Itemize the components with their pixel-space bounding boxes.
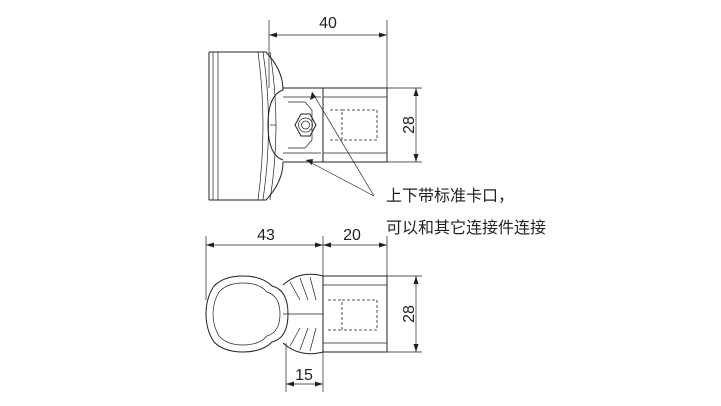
bottom-view: 43 20 28 15 <box>205 227 422 392</box>
top-branch-tube <box>323 87 388 163</box>
top-view: 40 28 <box>208 15 422 201</box>
dimension-15: 15 <box>285 343 324 392</box>
dim-label-top-width: 40 <box>319 15 337 32</box>
bottom-clamp <box>282 273 324 355</box>
dimension-28-top: 28 <box>387 87 422 163</box>
dim-label-bottom-left-width: 43 <box>257 227 275 244</box>
dimension-28-bottom: 28 <box>387 275 422 353</box>
dimension-43-20: 43 20 <box>205 227 388 300</box>
hex-bolt <box>294 113 317 137</box>
note-line-1: 上下带标准卡口， <box>386 186 514 205</box>
dimension-40: 40 <box>268 15 388 88</box>
top-tube <box>208 51 284 201</box>
top-clamp <box>267 87 324 163</box>
dim-label-bottom-height: 28 <box>401 305 418 323</box>
dim-label-bottom-slot-width: 15 <box>295 367 313 384</box>
bottom-branch-tube <box>323 275 388 353</box>
note-leaders <box>305 91 375 197</box>
bottom-tube-section <box>205 275 289 353</box>
note-line-2: 可以和其它连接件连接 <box>386 218 546 237</box>
dim-label-bottom-right-width: 20 <box>343 227 361 244</box>
dim-label-top-height: 28 <box>401 116 418 134</box>
